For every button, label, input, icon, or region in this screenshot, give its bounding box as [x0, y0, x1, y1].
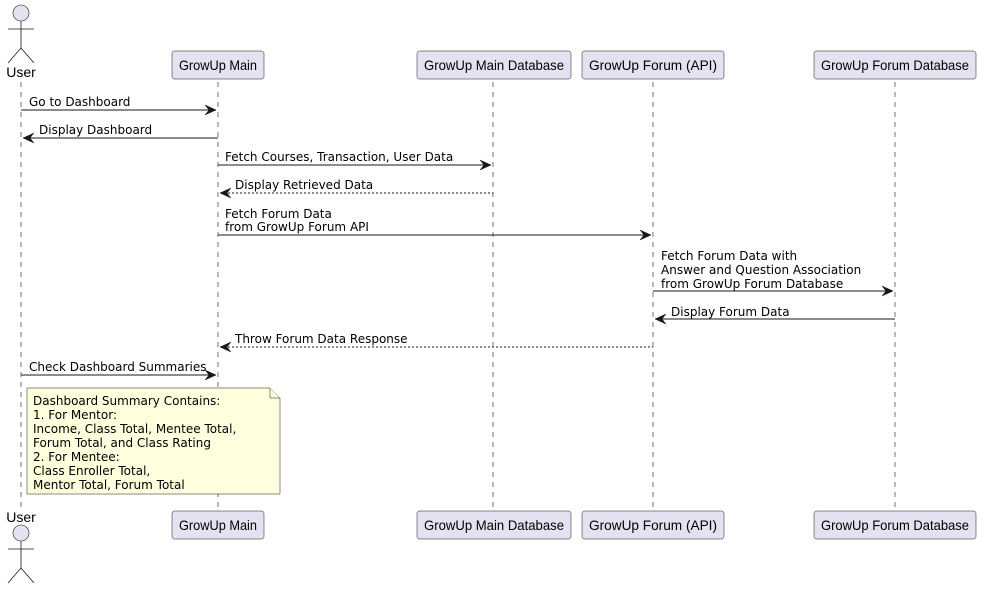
participant-label: GrowUp Main Database: [424, 517, 564, 533]
participant-box: [813, 50, 977, 80]
participant-growup-forum-api: GrowUp Forum (API): [581, 50, 725, 80]
actor-leg-right: [20, 567, 35, 584]
participant-label: GrowUp Main: [179, 57, 257, 73]
arrowhead: [219, 341, 232, 353]
actor-leg-left: [7, 47, 22, 64]
message-label: Throw Forum Data Response: [234, 332, 408, 346]
note-line: Forum Total, and Class Rating: [33, 436, 211, 450]
message-label: Display Forum Data: [671, 305, 790, 319]
participant-label: GrowUp Main Database: [424, 57, 564, 73]
participant-label: GrowUp Forum (API): [589, 517, 717, 533]
participant-box: [416, 50, 572, 80]
participant-growup-main-database: GrowUp Main Database: [416, 510, 572, 540]
arrowhead: [639, 229, 652, 241]
participant-growup-forum-database: GrowUp Forum Database: [813, 510, 977, 540]
actor-head: [12, 524, 30, 542]
note-shape: [26, 387, 281, 495]
message-display-forum-data: Display Forum Data: [654, 305, 895, 325]
message-label: from GrowUp Forum Database: [661, 277, 843, 291]
arrowhead: [479, 159, 492, 171]
note-line: Class Enroller Total,: [33, 464, 150, 478]
participant-box: [581, 510, 725, 540]
participant-box: [171, 50, 265, 80]
message-label: Fetch Courses, Transaction, User Data: [225, 150, 453, 164]
actor-user-top: User: [6, 4, 36, 80]
message-label: Fetch Forum Data: [225, 207, 332, 221]
arrowhead: [204, 369, 217, 381]
arrowhead: [881, 285, 894, 297]
note-line: 2. For Mentee:: [33, 450, 120, 464]
participant-box: [171, 510, 265, 540]
message-label: Check Dashboard Summaries: [29, 360, 207, 374]
participant-label: GrowUp Forum Database: [821, 57, 969, 73]
message-fetch-forum-data: Fetch Forum Data from GrowUp Forum API: [218, 207, 652, 241]
message-throw-forum-data-response: Throw Forum Data Response: [219, 332, 653, 353]
message-label: Answer and Question Association: [661, 263, 861, 277]
message-fetch-courses: Fetch Courses, Transaction, User Data: [218, 150, 492, 171]
participant-growup-main: GrowUp Main: [171, 510, 265, 540]
participants-bottom: GrowUp Main GrowUp Main Database GrowUp …: [171, 510, 977, 540]
actor-leg-right: [20, 47, 35, 64]
participant-label: GrowUp Main: [179, 517, 257, 533]
actor-user-bottom: User: [6, 509, 36, 584]
actor-label: User: [6, 64, 36, 80]
note-line: Dashboard Summary Contains:: [33, 394, 220, 408]
note-line: Mentor Total, Forum Total: [33, 478, 185, 492]
arrowhead: [204, 104, 217, 116]
message-check-dashboard-summaries: Check Dashboard Summaries: [21, 360, 217, 381]
note-fold: [269, 388, 280, 399]
message-label: Display Retrieved Data: [235, 178, 373, 192]
message-go-to-dashboard: Go to Dashboard: [21, 95, 217, 116]
messages: Go to Dashboard Display Dashboard Fetch …: [21, 95, 895, 381]
message-label: Fetch Forum Data with: [661, 249, 797, 263]
message-label: from GrowUp Forum API: [225, 220, 369, 234]
participant-growup-forum-database: GrowUp Forum Database: [813, 50, 977, 80]
note-line: Income, Class Total, Mentee Total,: [33, 422, 236, 436]
participant-label: GrowUp Forum Database: [821, 517, 969, 533]
message-label: Display Dashboard: [39, 123, 152, 137]
participant-box: [581, 50, 725, 80]
message-display-dashboard: Display Dashboard: [22, 123, 218, 144]
arrowhead: [22, 132, 35, 144]
actor-label: User: [6, 509, 36, 525]
participant-growup-main-database: GrowUp Main Database: [416, 50, 572, 80]
arrowhead: [219, 187, 232, 199]
participant-growup-forum-api: GrowUp Forum (API): [581, 510, 725, 540]
note-line: 1. For Mentor:: [33, 408, 117, 422]
participant-growup-main: GrowUp Main: [171, 50, 265, 80]
participant-box: [813, 510, 977, 540]
message-label: Go to Dashboard: [29, 95, 130, 109]
participants-top: GrowUp Main GrowUp Main Database GrowUp …: [171, 50, 977, 80]
actor-leg-left: [7, 567, 22, 584]
participant-label: GrowUp Forum (API): [589, 57, 717, 73]
arrowhead: [654, 313, 667, 325]
note-dashboard-summary: Dashboard Summary Contains: 1. For Mento…: [26, 387, 281, 495]
message-display-retrieved-data: Display Retrieved Data: [219, 178, 493, 199]
participant-box: [416, 510, 572, 540]
message-fetch-forum-data-with-association: Fetch Forum Data with Answer and Questio…: [653, 249, 894, 297]
actor-head: [12, 4, 30, 22]
